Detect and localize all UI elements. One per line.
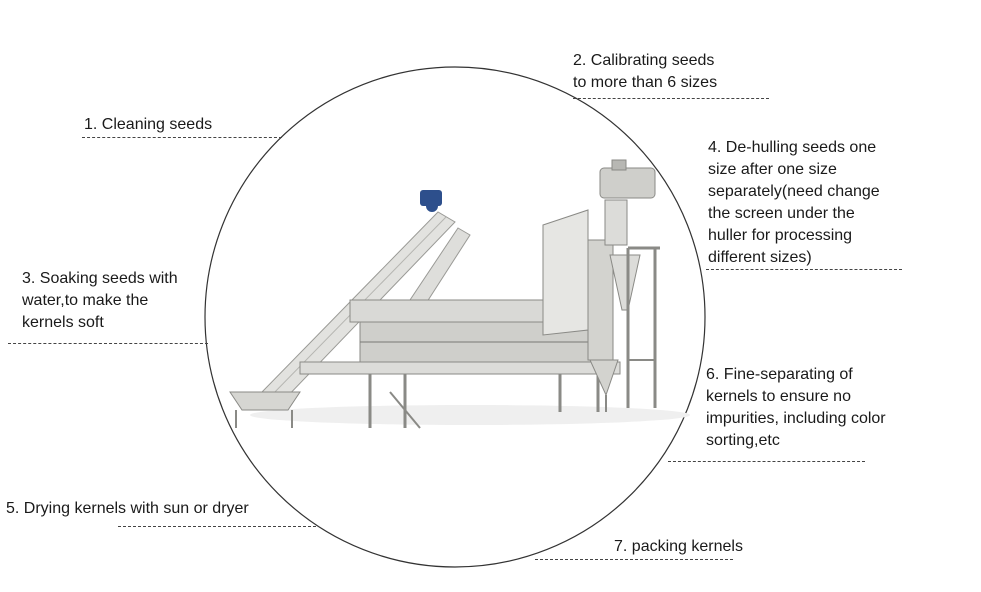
step-1-leader xyxy=(82,137,282,138)
step-6-label: 6. Fine-separating of kernels to ensure … xyxy=(706,366,886,449)
step-2-label: 2. Calibrating seeds to more than 6 size… xyxy=(573,52,718,91)
step-5-label: 5. Drying kernels with sun or dryer xyxy=(6,500,249,517)
step-5-leader xyxy=(118,526,316,527)
seed-processing-machine xyxy=(229,159,690,429)
process-circle xyxy=(204,66,706,568)
step-2-leader xyxy=(573,98,769,99)
step-4-leader xyxy=(706,269,902,270)
step-3-label: 3. Soaking seeds with water,to make the … xyxy=(22,270,178,331)
step-6-leader xyxy=(668,461,865,462)
step-1-label: 1. Cleaning seeds xyxy=(84,116,213,133)
step-7-label: 7. packing kernels xyxy=(614,538,743,555)
step-3-leader xyxy=(8,343,208,344)
step-4-label: 4. De-hulling seeds one size after one s… xyxy=(708,139,880,266)
step-7-leader xyxy=(535,559,733,560)
